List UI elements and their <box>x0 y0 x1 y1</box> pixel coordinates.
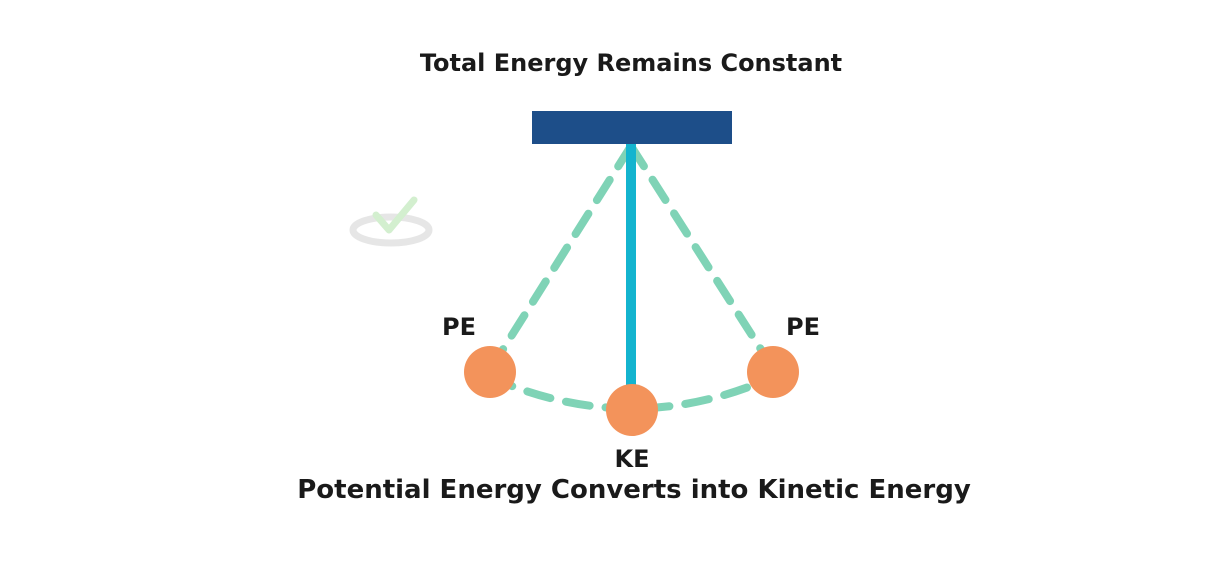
check-logo-icon <box>349 196 433 247</box>
left-bob <box>464 346 516 398</box>
right-bob <box>747 346 799 398</box>
pendulum-support-bar <box>532 111 732 144</box>
right-swing-dashed-line <box>627 142 773 366</box>
diagram-title: Total Energy Remains Constant <box>420 49 842 77</box>
bottom-bob-label: KE <box>615 445 650 473</box>
right-bob-label: PE <box>786 313 820 341</box>
pendulum-string <box>626 144 636 392</box>
bottom-bob <box>606 384 658 436</box>
diagram-caption: Potential Energy Converts into Kinetic E… <box>297 475 971 505</box>
left-swing-dashed-line <box>491 142 635 366</box>
left-bob-label: PE <box>442 313 476 341</box>
